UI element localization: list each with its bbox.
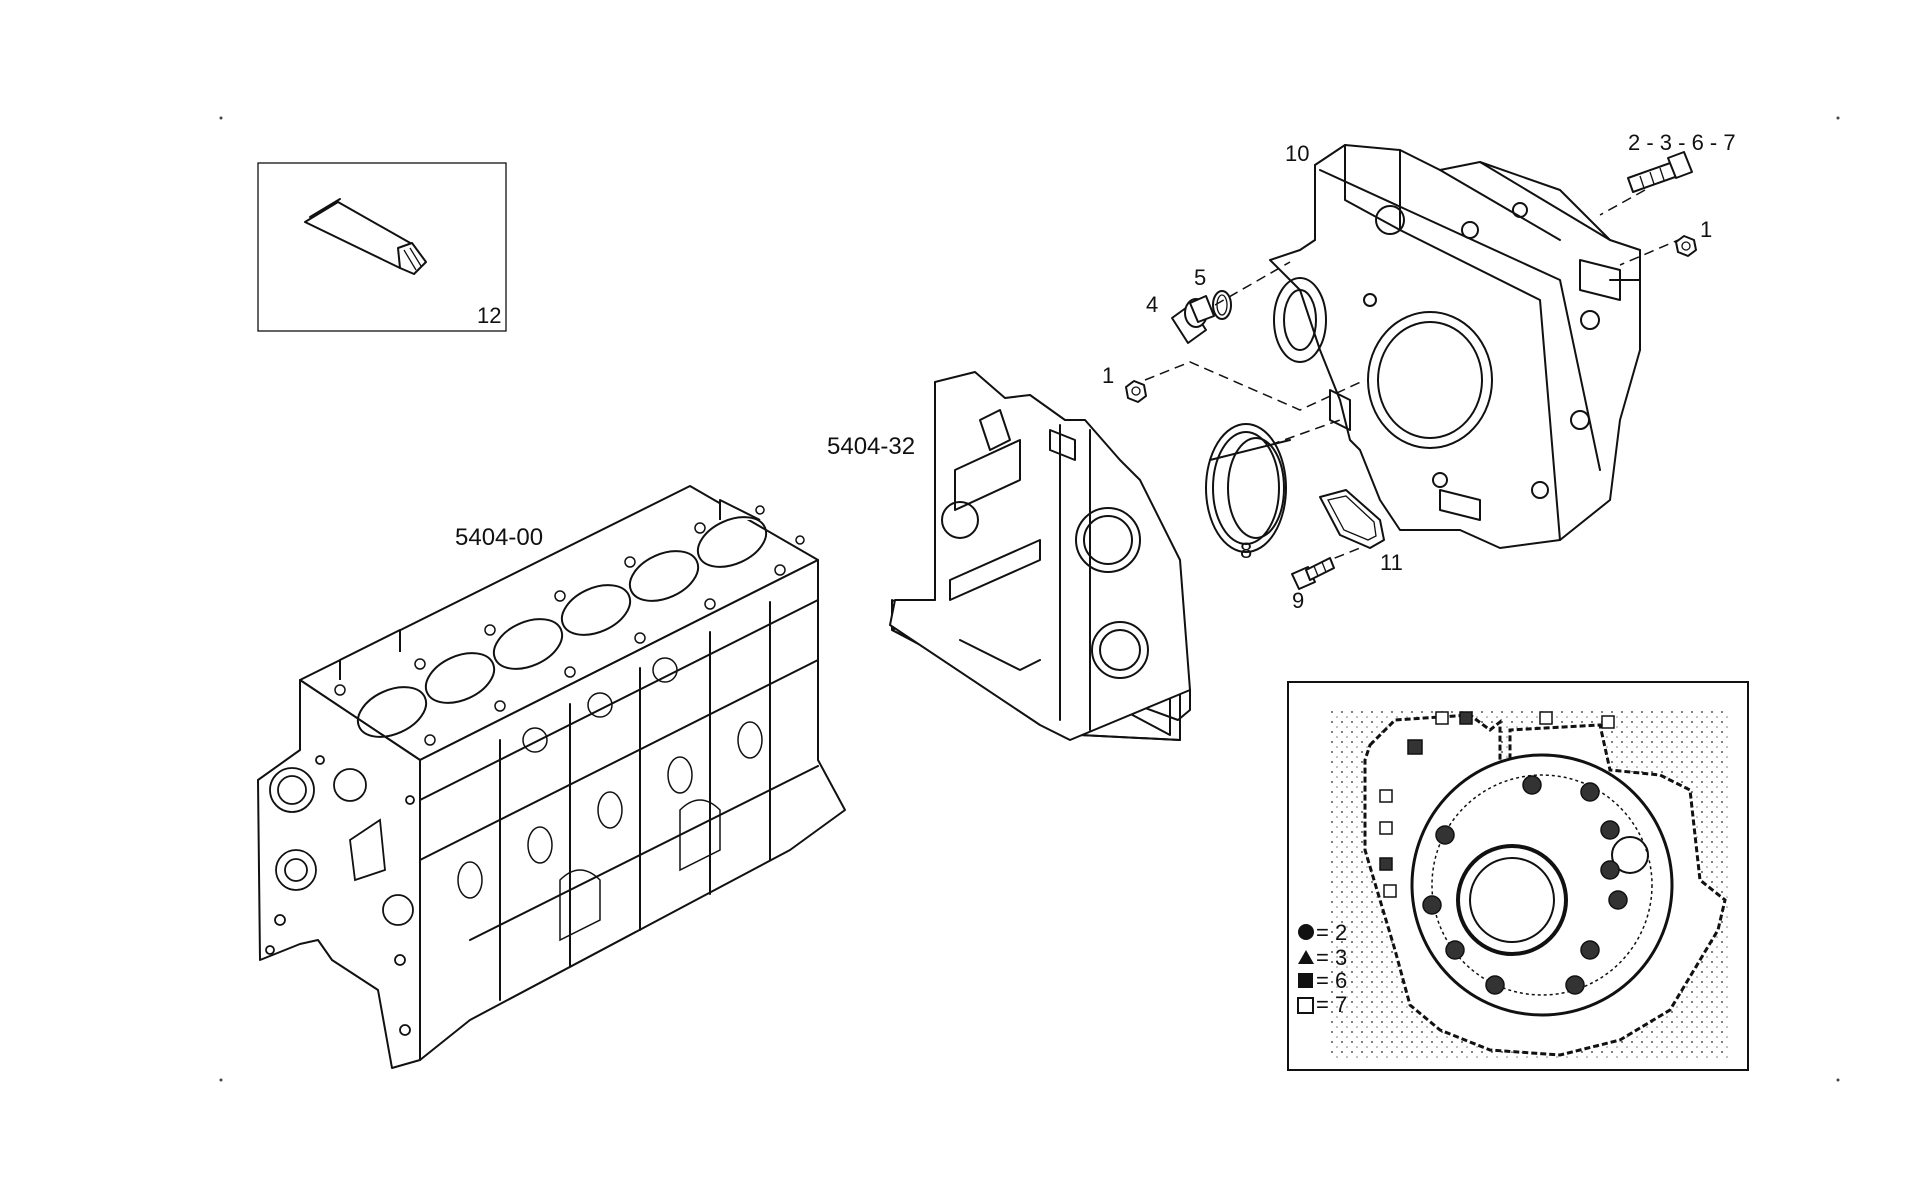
- legend-item-6: = 6: [1316, 968, 1347, 993]
- block-side-ribs: [419, 599, 819, 1001]
- label-tube: 12: [477, 303, 501, 328]
- o-ring[interactable]: 5: [1194, 265, 1232, 320]
- label-bolt-top: 2 - 3 - 6 - 7: [1628, 130, 1736, 155]
- label-o-ring: 5: [1194, 265, 1206, 290]
- label-gasket: 11: [1380, 550, 1403, 575]
- cylinder-bores: [356, 516, 768, 738]
- bolt-pattern-inset[interactable]: = 2 = 3 = 6 = 7: [1287, 681, 1749, 1071]
- timing-cover-plate[interactable]: 5404-32: [827, 371, 1191, 741]
- label-nut-right: 1: [1700, 217, 1712, 242]
- flywheel-housing[interactable]: 10: [1269, 141, 1641, 549]
- gasket[interactable]: 11: [1319, 489, 1403, 575]
- label-engine-block: 5404-00: [455, 524, 543, 551]
- legend-circle-icon: [1298, 924, 1314, 940]
- label-seal: 8: [1240, 538, 1252, 563]
- legend-square-filled-icon: [1298, 973, 1313, 988]
- bolt-top[interactable]: 2 - 3 - 6 - 7: [1627, 130, 1736, 193]
- nut-left[interactable]: 1: [1102, 363, 1147, 403]
- block-front-details: [265, 755, 415, 1036]
- legend-item-7: = 7: [1316, 992, 1347, 1017]
- sealant-tube-icon: [304, 198, 427, 275]
- label-front-cover: 5404-32: [827, 433, 915, 460]
- bolt-bottom[interactable]: 9: [1291, 557, 1335, 613]
- label-plug: 4: [1146, 292, 1158, 317]
- block-side-details: [457, 657, 763, 942]
- label-bolt-bottom: 9: [1292, 588, 1304, 613]
- deck-bolt-holes: [334, 505, 805, 746]
- legend-item-2: = 2: [1316, 920, 1347, 945]
- inset-legend: = 2 = 3 = 6 = 7: [1297, 920, 1347, 1017]
- corner-marks: [219, 116, 1840, 1082]
- plug[interactable]: 4: [1146, 292, 1215, 344]
- label-housing: 10: [1285, 141, 1309, 166]
- crankshaft-seal[interactable]: 8: [1205, 423, 1291, 563]
- legend-square-open-icon: [1297, 997, 1314, 1014]
- legend-triangle-icon: [1298, 950, 1314, 964]
- tube-sealant-box[interactable]: 12: [257, 162, 507, 332]
- label-nut-left: 1: [1102, 363, 1114, 388]
- legend-item-3: = 3: [1316, 945, 1347, 970]
- inset-bolt-markers: [1379, 711, 1628, 995]
- nut-right[interactable]: 1: [1675, 217, 1712, 257]
- engine-block[interactable]: 5404-00: [257, 485, 846, 1069]
